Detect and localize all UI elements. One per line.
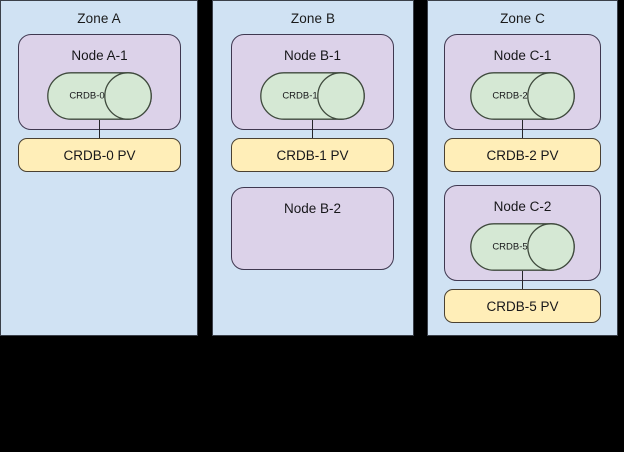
database-cylinder-crdb-1[interactable]: CRDB-1 (260, 72, 365, 120)
pv-box-crdb-0[interactable]: CRDB-0 PV (18, 138, 181, 172)
pv-box-crdb-5[interactable]: CRDB-5 PV (444, 289, 601, 323)
pv-label-crdb-2: CRDB-2 PV (486, 147, 559, 163)
connector-crdb-0-to-pv (99, 120, 101, 139)
cylinder-shape-icon (47, 72, 152, 120)
database-cylinder-crdb-2[interactable]: CRDB-2 (470, 72, 575, 120)
zone-title-c: Zone C (500, 11, 545, 26)
node-title-b-1: Node B-1 (283, 48, 342, 63)
node-title-c-1: Node C-1 (493, 48, 552, 63)
node-title-b-2: Node B-2 (283, 201, 342, 216)
node-title-c-2: Node C-2 (493, 199, 552, 214)
pv-box-crdb-1[interactable]: CRDB-1 PV (231, 138, 394, 172)
cylinder-shape-icon (470, 223, 575, 271)
connector-crdb-5-to-pv (522, 271, 524, 290)
database-cylinder-crdb-5[interactable]: CRDB-5 (470, 223, 575, 271)
zone-title-a: Zone A (77, 11, 121, 26)
zone-title-b: Zone B (290, 11, 336, 26)
pv-label-crdb-1: CRDB-1 PV (276, 147, 349, 163)
pv-label-crdb-0: CRDB-0 PV (63, 147, 136, 163)
connector-crdb-1-to-pv (312, 120, 314, 139)
pv-box-crdb-2[interactable]: CRDB-2 PV (444, 138, 601, 172)
database-cylinder-crdb-0[interactable]: CRDB-0 (47, 72, 152, 120)
cylinder-shape-icon (470, 72, 575, 120)
node-title-a-1: Node A-1 (71, 48, 128, 63)
connector-crdb-2-to-pv (522, 120, 524, 139)
cylinder-shape-icon (260, 72, 365, 120)
node-container-b-2[interactable] (231, 187, 394, 270)
pv-label-crdb-5: CRDB-5 PV (486, 298, 559, 314)
